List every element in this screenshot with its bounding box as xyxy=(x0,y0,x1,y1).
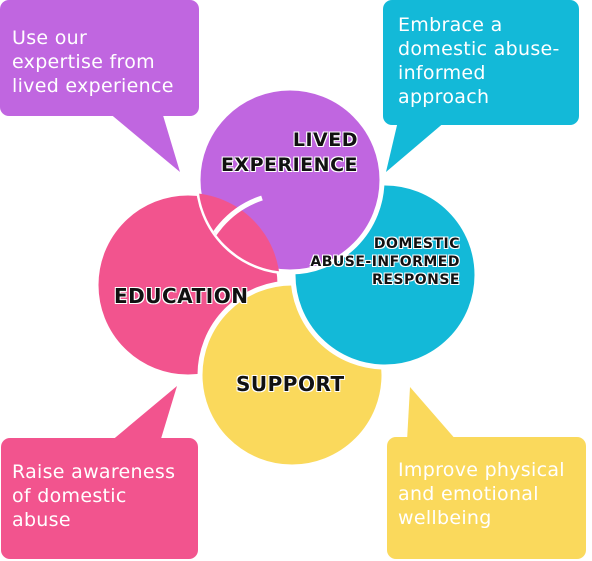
circle-label-line: EDUCATION xyxy=(114,284,249,308)
bubble-text-line: expertise from xyxy=(12,51,155,73)
bubble-bottom-right-box xyxy=(387,437,586,559)
bubble-top-right-tail xyxy=(386,121,446,172)
bubble-top-left-tail xyxy=(108,112,180,172)
bubble-text-line: lived experience xyxy=(12,75,174,97)
bubble-text-line: approach xyxy=(398,86,490,108)
circle-label-line: SUPPORT xyxy=(236,372,345,396)
bubble-top-left-box xyxy=(0,0,199,116)
bubble-bottom-right xyxy=(387,387,586,559)
bubble-text-line: Use our xyxy=(12,27,88,49)
bubble-bottom-left-tail xyxy=(110,386,177,442)
bubble-text-line: of domestic xyxy=(12,485,127,507)
circle-label-line: RESPONSE xyxy=(372,272,460,288)
bubble-text-line: Raise awareness xyxy=(12,461,176,483)
bubble-top-left xyxy=(0,0,199,172)
circle-label-line: ABUSE-INFORMED xyxy=(310,254,460,270)
bubble-bottom-right-text: Improve physical and emotional wellbeing xyxy=(398,458,565,530)
bubble-bottom-left xyxy=(1,386,198,559)
bubble-bottom-left-text: Raise awareness of domestic abuse xyxy=(12,460,175,532)
bubble-text-line: informed xyxy=(398,62,486,84)
bubble-text-line: and emotional xyxy=(398,483,539,505)
bubble-bottom-left-box xyxy=(1,438,198,559)
bubble-top-left-text: Use our expertise from lived experience xyxy=(12,26,174,98)
circle-label-line: DOMESTIC xyxy=(373,236,460,252)
bubble-bottom-right-tail xyxy=(407,387,457,441)
bubble-top-right-box xyxy=(383,0,579,125)
circle-label-lived-experience: LIVED EXPERIENCE xyxy=(218,128,358,178)
bubble-top-right xyxy=(383,0,579,172)
bubble-top-right-text: Embrace a domestic abuse- informed appro… xyxy=(398,13,560,109)
circle-label-support: SUPPORT xyxy=(236,371,345,397)
bubble-text-line: Embrace a xyxy=(398,14,503,36)
circle-label-line: EXPERIENCE xyxy=(220,154,358,176)
bubble-text-line: Improve physical xyxy=(398,459,565,481)
bubble-text-line: abuse xyxy=(12,509,71,531)
circle-label-domestic-response: DOMESTIC ABUSE-INFORMED RESPONSE xyxy=(296,235,460,289)
circle-label-education: EDUCATION xyxy=(114,283,248,309)
bubble-text-line: wellbeing xyxy=(398,507,492,529)
circle-label-line: LIVED xyxy=(292,129,358,151)
bubble-text-line: domestic abuse- xyxy=(398,38,560,60)
